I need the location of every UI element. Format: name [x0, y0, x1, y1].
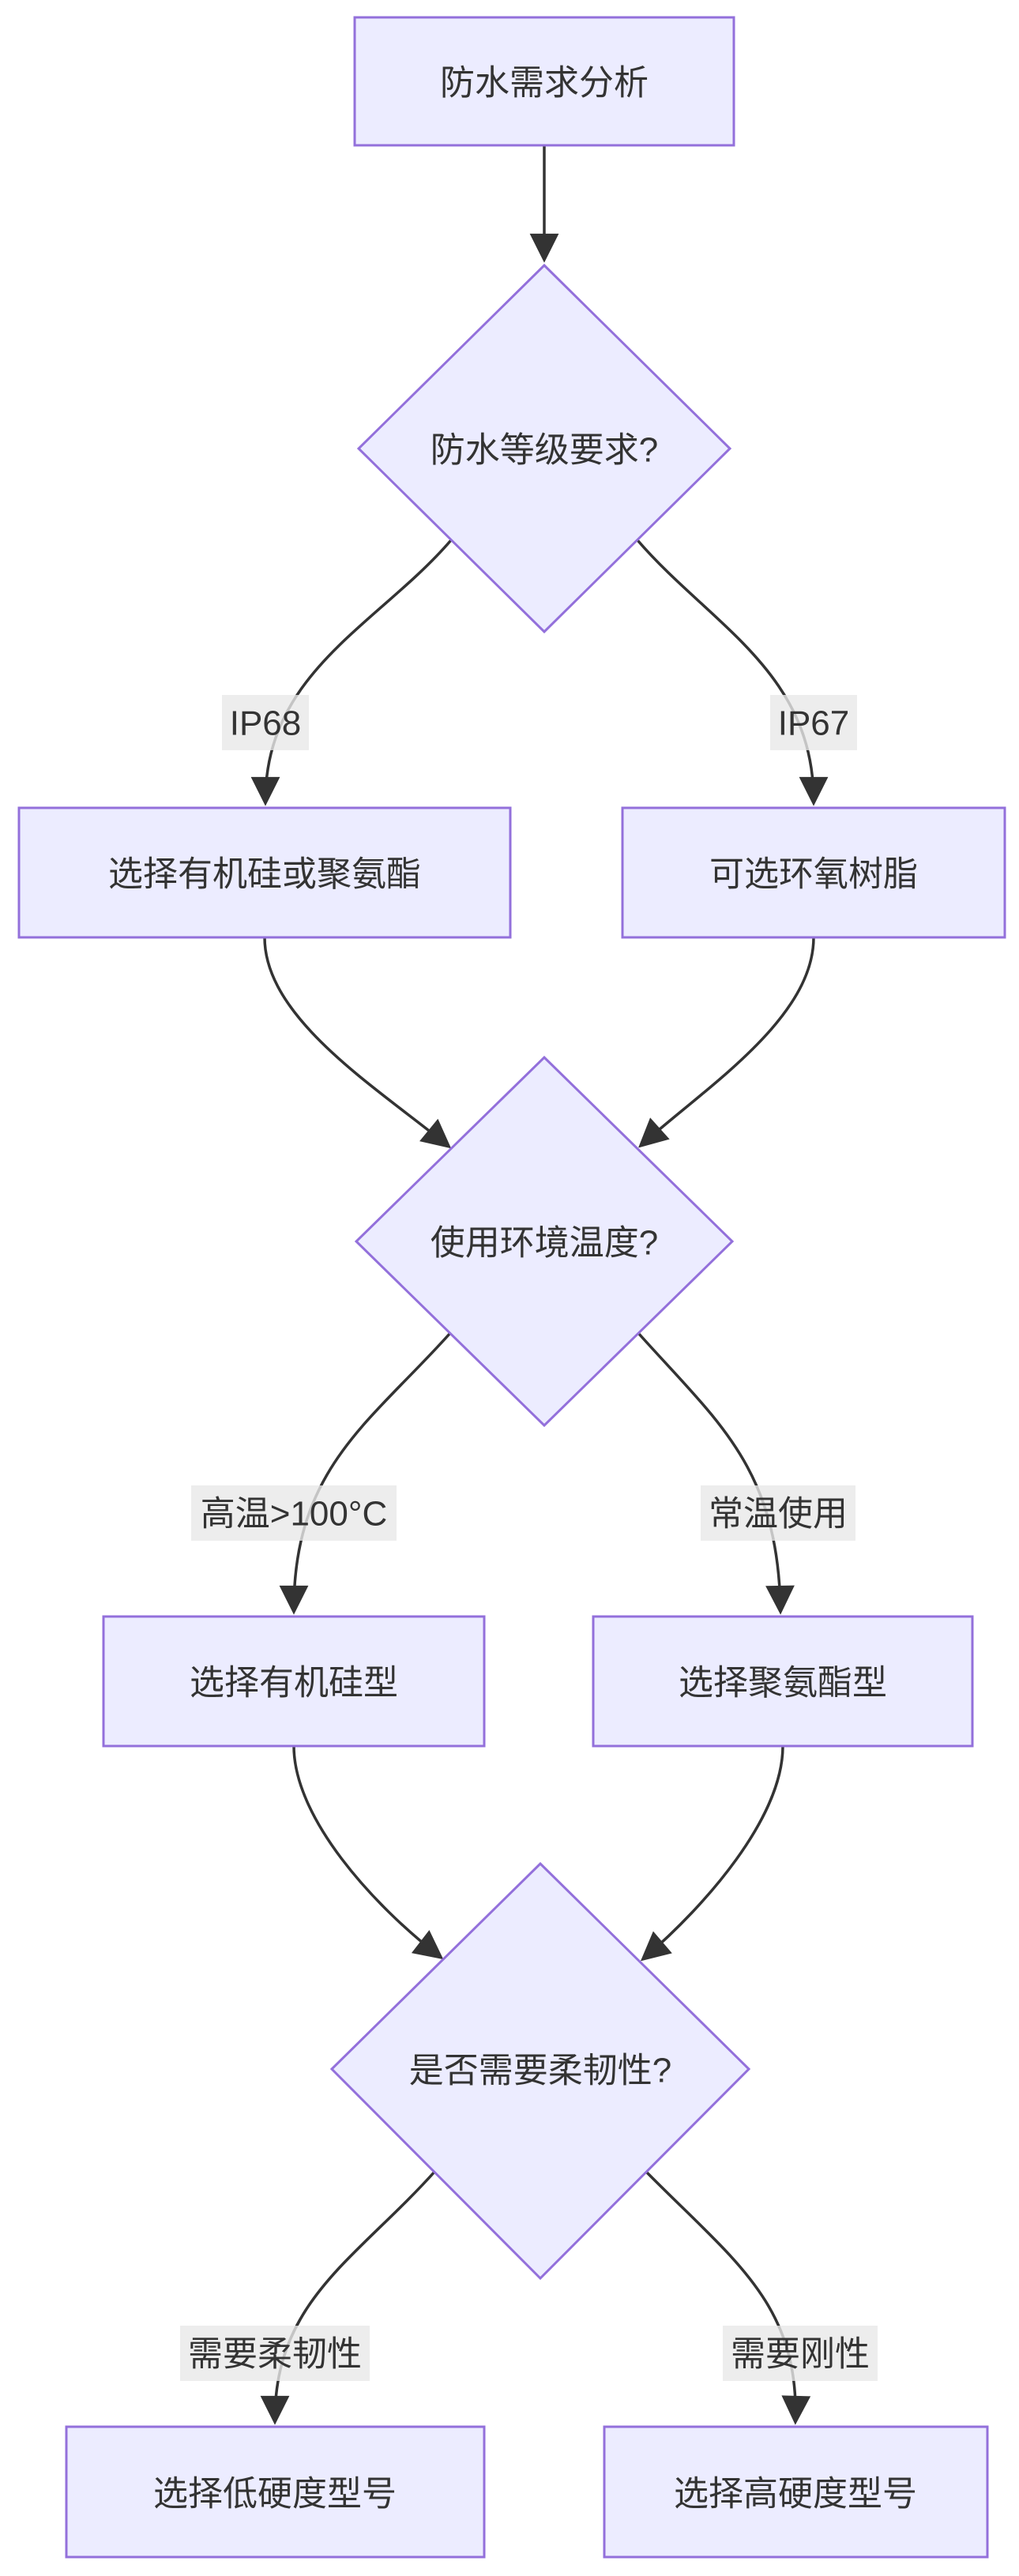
node-silicone-type: 选择有机硅型: [102, 1615, 486, 1748]
edge-label-normal-temp-bg: [701, 1485, 855, 1541]
edge-label-ip67-bg: [770, 695, 857, 750]
node-grade-question: 防水等级要求?: [356, 263, 732, 634]
node-start: 防水需求分析: [353, 16, 735, 147]
edge-label-ip67: IP67: [770, 695, 857, 750]
edge-label-ip68-text: IP68: [230, 704, 302, 743]
edge-labels: IP68 IP67 高温>100°C 常温使用 需要柔韧性 需要刚性: [180, 695, 878, 2381]
edge-label-ip68-bg: [222, 695, 309, 750]
node-flex-question: 是否需要柔韧性?: [329, 1861, 751, 2281]
node-silicone-or-pu-label: 选择有机硅或聚氨酯: [108, 855, 421, 894]
edge-label-ip68: IP68: [222, 695, 309, 750]
node-pu-type: 选择聚氨酯型: [592, 1615, 974, 1748]
node-high-hardness-label: 选择高硬度型号: [674, 2475, 917, 2514]
node-temp-question-label: 使用环境温度?: [431, 1224, 658, 1263]
node-low-hardness-box: [65, 2425, 486, 2559]
edge-temp-q-to-pu-type: [637, 1331, 780, 1609]
edge-flex-q-to-low-hardness: [275, 2169, 438, 2420]
edge-temp-q-to-silicone-type: [294, 1331, 452, 1609]
edge-label-need-rigid-text: 需要刚性: [731, 2335, 870, 2374]
edge-label-need-flex-bg: [180, 2326, 370, 2381]
edge-silicone-or-pu-to-temp-q: [263, 937, 447, 1145]
edge-label-high-temp: 高温>100°C: [191, 1485, 397, 1541]
node-low-hardness-label: 选择低硬度型号: [153, 2475, 397, 2514]
node-high-hardness: 选择高硬度型号: [603, 2425, 989, 2559]
node-pu-type-label: 选择聚氨酯型: [679, 1664, 887, 1703]
edge-grade-q-to-epoxy: [636, 539, 814, 801]
node-flex-question-diamond: [329, 1861, 751, 2281]
node-silicone-or-pu: 选择有机硅或聚氨酯: [17, 806, 512, 939]
node-pu-type-box: [592, 1615, 974, 1748]
node-silicone-or-pu-box: [17, 806, 512, 939]
edge-label-high-temp-bg: [191, 1485, 397, 1541]
edge-silicone-type-to-flex-q: [292, 1745, 439, 1956]
node-high-hardness-box: [603, 2425, 989, 2559]
node-epoxy-label: 可选环氧树脂: [709, 855, 918, 894]
edge-label-need-rigid-bg: [723, 2326, 878, 2381]
node-grade-question-label: 防水等级要求?: [431, 431, 658, 470]
edge-label-need-flex: 需要柔韧性: [180, 2326, 370, 2381]
node-start-label: 防水需求分析: [440, 64, 649, 103]
node-silicone-type-box: [102, 1615, 486, 1748]
edge-epoxy-to-temp-q: [642, 937, 815, 1144]
edge-label-normal-temp: 常温使用: [701, 1485, 855, 1541]
node-low-hardness: 选择低硬度型号: [65, 2425, 486, 2559]
edge-grade-q-to-silicone-or-pu: [265, 539, 453, 801]
node-epoxy: 可选环氧树脂: [621, 806, 1006, 939]
node-start-box: [353, 16, 735, 147]
edge-pu-type-to-flex-q: [645, 1745, 784, 1958]
edge-label-need-flex-text: 需要柔韧性: [188, 2335, 362, 2374]
edge-label-normal-temp-text: 常温使用: [709, 1495, 848, 1534]
node-silicone-type-label: 选择有机硅型: [190, 1664, 398, 1703]
node-epoxy-box: [621, 806, 1006, 939]
node-grade-question-diamond: [356, 263, 732, 634]
node-temp-question-diamond: [354, 1055, 735, 1428]
edge-label-ip67-text: IP67: [778, 704, 850, 743]
edge-label-need-rigid: 需要刚性: [723, 2326, 878, 2381]
nodes: 防水需求分析 防水等级要求? 选择有机硅或聚氨酯 可选环氧树脂 使用环境温度? …: [17, 16, 1006, 2559]
node-flex-question-label: 是否需要柔韧性?: [409, 2052, 671, 2090]
node-temp-question: 使用环境温度?: [354, 1055, 735, 1428]
edge-label-high-temp-text: 高温>100°C: [201, 1495, 387, 1534]
edge-flex-q-to-high-hardness: [643, 2169, 795, 2420]
